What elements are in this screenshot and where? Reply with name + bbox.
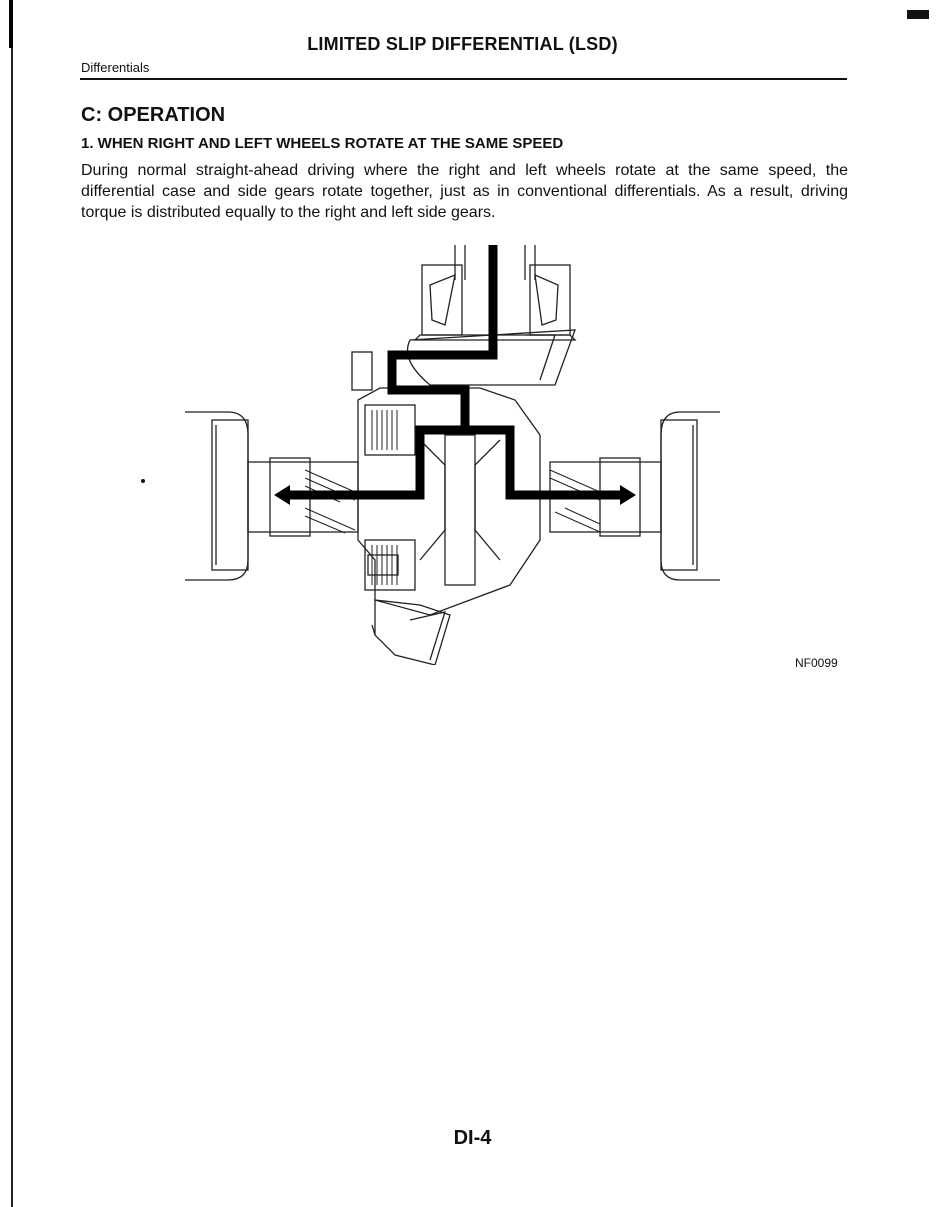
stray-dot: [141, 479, 145, 483]
section-heading: C: OPERATION: [81, 104, 226, 126]
page-number: DI-4: [453, 1127, 492, 1149]
binding-edge-mark: [9, 0, 13, 48]
page-title: LIMITED SLIP DIFFERENTIAL (LSD): [307, 34, 618, 54]
body-paragraph: During normal straight-ahead driving whe…: [81, 162, 848, 221]
header-divider: [80, 78, 847, 80]
differential-diagram: [185, 245, 720, 665]
page-tab-mark: [907, 10, 929, 19]
binding-edge-line: [11, 0, 13, 1207]
section-label: Differentials: [81, 60, 150, 75]
figure-code: NF0099: [795, 656, 838, 670]
subsection-heading: 1. WHEN RIGHT AND LEFT WHEELS ROTATE AT …: [81, 135, 564, 152]
